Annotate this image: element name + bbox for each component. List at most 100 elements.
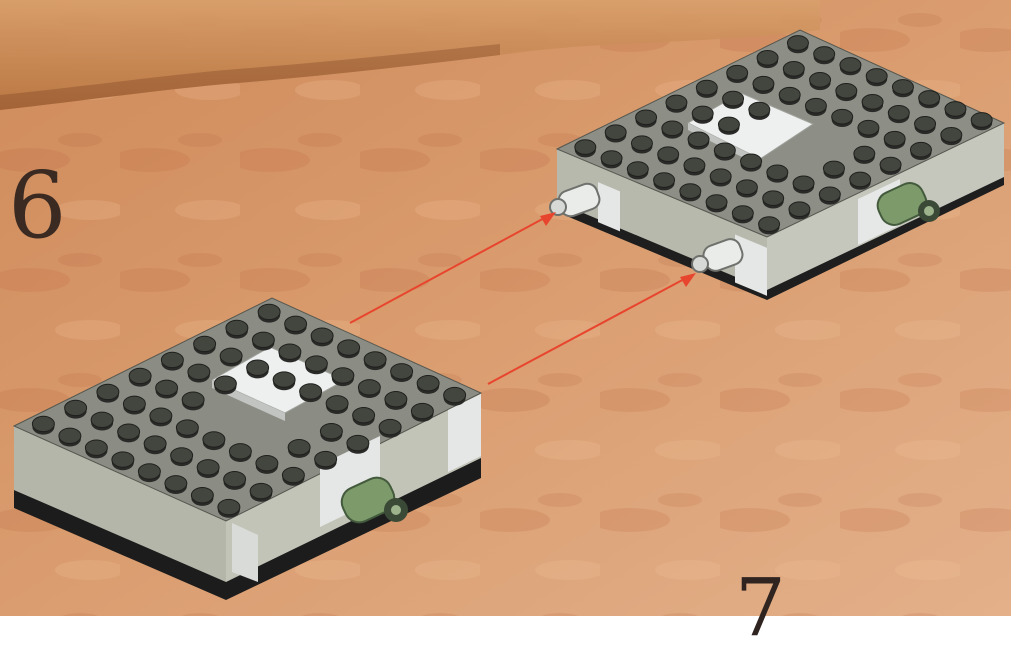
stud [417,375,439,390]
stud [601,151,622,166]
stud [65,400,87,415]
stud [353,407,375,422]
stud [779,87,800,102]
stud [229,444,251,459]
stud [379,419,401,434]
stud [315,451,337,466]
stud [823,161,844,176]
stud [282,467,304,482]
step-number: 6 [8,160,67,252]
stud [250,483,272,498]
stud [692,106,713,121]
stud [732,206,753,221]
stud [971,113,992,128]
stud [226,320,248,335]
stud [627,162,648,177]
stud [654,173,675,188]
stud [182,392,204,407]
stud [840,58,861,73]
stud [862,94,883,109]
stud [696,80,717,95]
stud [300,384,322,399]
stud [129,368,151,383]
stud [814,47,835,62]
stud [444,387,466,402]
stud [288,439,310,454]
stud [320,423,342,438]
stud [165,476,187,491]
stud [59,428,81,443]
stud [305,356,327,371]
stud [884,131,905,146]
stud [203,432,225,447]
stud [188,364,210,379]
stud [247,360,269,375]
stud [273,372,295,387]
stud [787,36,808,51]
stud [759,217,780,232]
stud [858,120,879,135]
stud [789,202,810,217]
stud [258,304,280,319]
stud [805,98,826,113]
stud [710,169,731,184]
stud [161,352,183,367]
stud [171,448,193,463]
stud [736,180,757,195]
stud [753,76,774,91]
stud [32,416,54,431]
stud [880,157,901,172]
stud [888,105,909,120]
stud [218,499,240,514]
stud [256,455,278,470]
stud [680,184,701,199]
stud [915,116,936,131]
stud [347,435,369,450]
stud [118,424,140,439]
stud [214,376,236,391]
instruction-illustration [0,0,1011,616]
stud [850,172,871,187]
stud [123,396,145,411]
stud [91,412,113,427]
stud [854,146,875,161]
stud [197,460,219,475]
stud [332,368,354,383]
stud [150,408,172,423]
stud [662,121,683,136]
stud [364,352,386,367]
stud [191,487,213,502]
stud [757,50,778,65]
next-step-number: 7 [735,568,786,648]
stud [605,125,626,140]
stud [252,332,274,347]
stud [224,471,246,486]
stud [832,109,853,124]
stud [727,65,748,80]
stud [866,69,887,84]
stud [793,176,814,191]
stud [836,83,857,98]
stud [112,452,134,467]
stud [783,61,804,76]
stud [311,328,333,343]
stud [326,396,348,411]
stud [575,140,596,155]
stud [194,336,216,351]
stud [85,440,107,455]
stud [706,195,727,210]
stud [358,380,380,395]
stud [97,384,119,399]
stud [220,348,242,363]
stud [919,91,940,106]
stud [385,391,407,406]
stud [819,187,840,202]
stud [810,72,831,87]
stud [666,95,687,110]
stud [892,80,913,95]
stud [723,91,744,106]
stud [631,136,652,151]
stud [279,344,301,359]
stud [138,464,160,479]
stud [763,191,784,206]
